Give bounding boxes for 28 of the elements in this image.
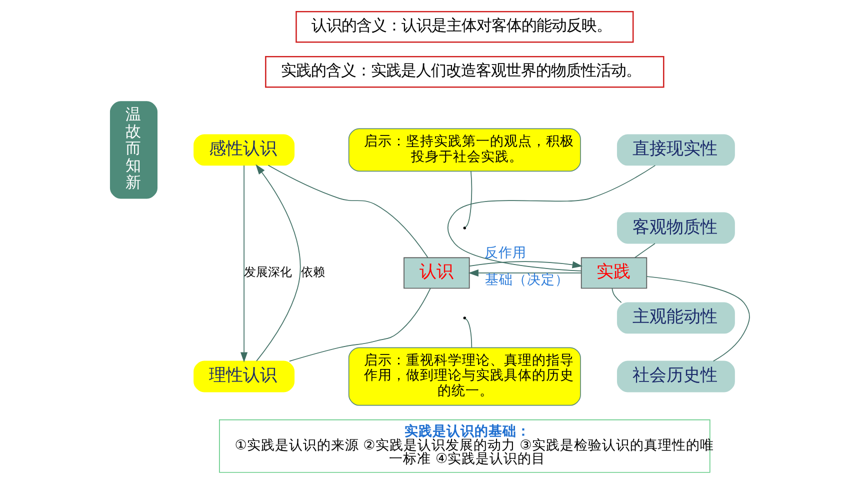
node-box: 直接现实性 bbox=[616, 134, 735, 166]
node-box: 认识的含义：认识是主体对客体的能动反映。 bbox=[296, 10, 634, 43]
arrow bbox=[256, 164, 301, 362]
node-box: 主观能动性 bbox=[616, 302, 735, 334]
node-box: 实践的含义：实践是人们改造客观世界的物质性活动。 bbox=[265, 56, 664, 88]
node-box: 启示：坚持实践第一的观点，积极投身于社会实践。 bbox=[348, 128, 581, 172]
node-box: 启示：重视科学理论、真理的指导作用，做到理论与实践具体的历史的统一。 bbox=[348, 347, 581, 406]
node-box: 认识 bbox=[404, 257, 470, 289]
node-box: 实践 bbox=[580, 257, 648, 289]
connector bbox=[634, 243, 656, 258]
connector bbox=[646, 276, 750, 362]
connector bbox=[464, 318, 472, 348]
edge-label: 基础（决定） bbox=[484, 272, 569, 288]
connector bbox=[289, 288, 431, 362]
arrow bbox=[469, 261, 583, 268]
node-box: 温故而知新 bbox=[110, 101, 158, 199]
connector bbox=[447, 165, 656, 272]
connector bbox=[464, 170, 472, 228]
node-box: 理性认识 bbox=[194, 360, 295, 392]
node-box: 社会历史性 bbox=[616, 360, 735, 392]
node-box: 感性认识 bbox=[194, 134, 295, 166]
node-box: 客观物质性 bbox=[616, 212, 735, 244]
connector bbox=[612, 288, 622, 304]
connector bbox=[268, 164, 428, 258]
arrow bbox=[240, 165, 248, 362]
arrow bbox=[468, 269, 582, 277]
edge-label: 依赖 bbox=[300, 265, 325, 280]
edge-label: 反作用 bbox=[484, 245, 526, 262]
